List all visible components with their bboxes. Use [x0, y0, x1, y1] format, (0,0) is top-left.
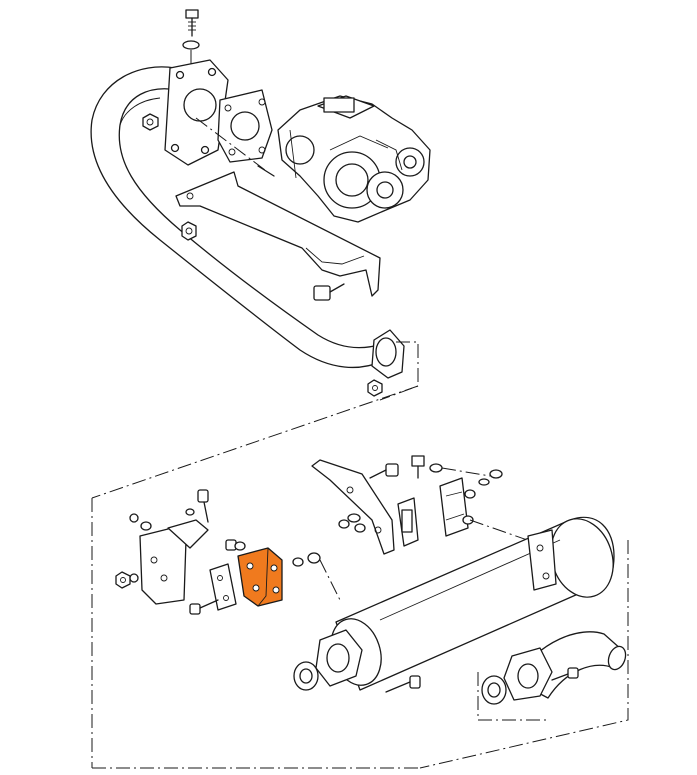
muffler-inlet-flange	[315, 629, 363, 687]
pipe-outlet-flange	[371, 329, 405, 379]
tail-pipe-bolt	[551, 667, 579, 681]
nut-upper-right	[411, 455, 425, 479]
connection-line	[91, 385, 419, 499]
muffler-hanger	[527, 529, 557, 591]
bracket-bolt-upper	[313, 283, 345, 301]
gasket-lower	[293, 661, 319, 691]
tail-pipe-flange	[503, 647, 553, 701]
nut-bracket-upper	[181, 221, 197, 241]
tail-pipe-gasket	[481, 675, 507, 705]
pipe-flange-upper	[164, 59, 229, 166]
bolt-upper-right	[369, 463, 399, 479]
bolt-center-small	[225, 539, 246, 551]
mounting-bracket-highlighted[interactable]	[237, 547, 283, 607]
bolt-lower-left-bottom	[189, 599, 219, 615]
nut-left-upper	[142, 113, 159, 131]
top-washer	[182, 40, 200, 50]
rubber-mount-right-a	[397, 497, 419, 547]
nut-lower-left	[115, 571, 131, 589]
top-bolt	[185, 9, 199, 37]
bolt-lower-left-top	[197, 489, 209, 523]
turbocharger	[277, 95, 431, 223]
lower-assembly	[91, 455, 629, 769]
rubber-mount-right-b	[439, 477, 469, 537]
outlet-nut	[367, 379, 383, 397]
clamp-plate	[209, 563, 237, 611]
support-bracket-upper	[175, 171, 381, 297]
bolt-muffler-bottom	[385, 675, 421, 693]
upper-assembly	[90, 9, 431, 401]
hanger-bracket-plate	[311, 459, 395, 555]
rubber-spacer-left	[167, 519, 209, 549]
rubber-mount-left	[139, 527, 187, 605]
gasket	[217, 89, 273, 163]
